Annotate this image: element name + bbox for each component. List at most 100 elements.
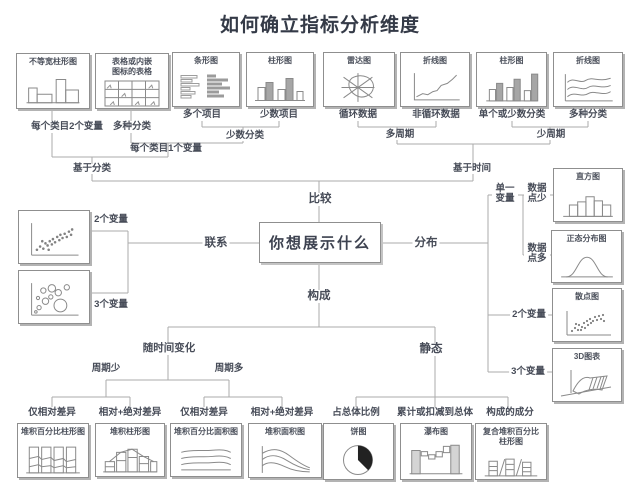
chart-title: 饼图 [350, 427, 367, 436]
decision-non-cyclic-data: 非循环数据 [410, 109, 462, 121]
scatter-plot-icon [556, 306, 618, 340]
chart-box-bubble-relationship [18, 270, 90, 324]
stacked-area-icon [253, 443, 317, 476]
chart-title: 3D图表 [573, 352, 601, 361]
chart-title: 折线图 [576, 56, 600, 65]
column-chart-icon [250, 70, 310, 105]
chart-box-column-few-items: 柱形图 [246, 52, 314, 107]
chart-title: 瀑布图 [424, 427, 448, 436]
chart-box-normal-distribution: 正态分布图 [551, 230, 622, 283]
decision-rel-diff-only-col: 仅相对差异 [26, 407, 78, 419]
chart-box-pie: 饼图 [323, 423, 394, 480]
decision-many-cycles: 周期多 [212, 363, 246, 375]
chart-title: 不等宽柱形图 [29, 57, 77, 66]
chart-box-line-noncyclic: 折线图 [400, 52, 470, 107]
decision-rel-two-vars: 2个变量 [92, 214, 130, 226]
branch-comparison: 比较 [306, 193, 334, 206]
histogram-icon [557, 188, 619, 220]
stacked-pct-area-icon [174, 442, 238, 475]
decision-few-cycles: 周期少 [89, 363, 123, 375]
three-d-chart-icon [556, 366, 618, 400]
decision-share-of-total: 占总体比例 [330, 407, 382, 419]
decision-multi-category-right: 多种分类 [566, 109, 610, 121]
stacked-pct-column-icon [21, 443, 85, 476]
chart-title: 复合堆积百分比柱形图 [483, 427, 539, 446]
chart-box-scatter-distribution: 散点图 [552, 288, 622, 342]
radar-chart-icon [328, 70, 390, 105]
decision-many-points: 数据点多 [524, 243, 550, 265]
central-question-node: 你想展示什么 [259, 222, 381, 263]
chart-title: 堆积面积图 [265, 427, 305, 436]
decision-dist-two-vars: 2个变量 [510, 309, 548, 321]
chart-title: 堆积柱形图 [110, 427, 150, 436]
pie-chart-icon [328, 440, 390, 478]
chart-title: 雷达图 [347, 56, 371, 65]
decision-few-categories: 少数分类 [223, 130, 267, 142]
chart-title: 折线图 [423, 56, 447, 65]
chart-box-column-few-periods: 柱形图 [476, 52, 547, 107]
page-title: 如何确立指标分析维度 [219, 15, 420, 36]
bubble-chart-icon [22, 274, 86, 322]
decision-few-points: 数据点少 [524, 183, 550, 205]
decision-by-time: 基于时间 [450, 163, 494, 175]
variable-width-column-icon [21, 71, 85, 107]
decision-single-or-few-cat: 单个或少数分类 [476, 109, 548, 121]
decision-rel-abs-diff-col: 相对+绝对差异 [96, 407, 164, 419]
chart-box-composite-stacked-pct-column: 复合堆积百分比柱形图 [475, 423, 547, 480]
chart-box-bar: 条形图 [172, 52, 240, 107]
chart-title: 堆积百分比面积图 [174, 427, 238, 436]
decision-rel-diff-only-area: 仅相对差异 [178, 407, 230, 419]
line-chart-icon [404, 70, 466, 105]
column-chart-icon [481, 70, 543, 105]
chart-box-scatter-relationship [18, 210, 90, 264]
chart-box-stacked-area: 堆积面积图 [248, 423, 322, 478]
bar-chart-icon [176, 74, 230, 105]
chart-box-stacked-pct-column: 堆积百分比柱形图 [17, 423, 89, 478]
chart-box-table-with-charts: 表格或内嵌图标的表格 [95, 53, 169, 109]
chart-title: 柱形图 [499, 56, 524, 65]
decision-many-periods: 多周期 [383, 129, 417, 141]
decision-dist-three-vars: 3个变量 [509, 366, 547, 378]
chart-box-histogram: 直方图 [553, 168, 623, 222]
decision-few-items: 少数项目 [257, 109, 301, 121]
chart-title: 散点图 [575, 292, 599, 301]
decision-two-vars-per-cat: 每个类目2个变量 [29, 121, 105, 133]
branch-distribution: 分布 [412, 237, 440, 250]
composite-stacked-pct-column-icon [479, 457, 543, 478]
chart-title: 柱形图 [268, 56, 292, 65]
chart-box-variable-width-column: 不等宽柱形图 [16, 53, 90, 109]
branch-composition: 构成 [305, 290, 333, 303]
scatter-plot-icon [22, 214, 86, 262]
normal-distribution-icon [556, 250, 618, 281]
decision-single-variable: 单一变量 [492, 183, 518, 205]
multi-line-chart-icon [557, 70, 619, 105]
decision-components: 构成的成分 [484, 407, 536, 419]
chart-box-line-multi: 折线图 [553, 52, 623, 107]
chart-title: 堆积百分比柱形图 [21, 427, 85, 436]
decision-static: 静态 [417, 343, 445, 356]
chart-title: 正态分布图 [566, 234, 607, 243]
chart-box-3d: 3D图表 [552, 348, 622, 402]
decision-rel-abs-diff-area: 相对+绝对差异 [248, 407, 316, 419]
decision-one-var-per-cat: 每个类目1个变量 [130, 143, 202, 154]
chart-box-radar: 雷达图 [323, 52, 395, 107]
chart-title: 条形图 [194, 56, 218, 65]
decision-over-time: 随时间变化 [140, 342, 198, 355]
chart-box-waterfall: 瀑布图 [400, 423, 472, 480]
chart-box-stacked-pct-area: 堆积百分比面积图 [170, 423, 242, 477]
chart-title: 直方图 [576, 172, 600, 181]
branch-relationship: 联系 [202, 237, 230, 250]
chart-title: 表格或内嵌图标的表格 [112, 57, 152, 76]
decision-rel-three-vars: 3个变量 [92, 299, 130, 311]
waterfall-chart-icon [404, 440, 468, 478]
decision-many-items: 多个项目 [180, 109, 224, 121]
decision-multi-category-left: 多种分类 [110, 121, 154, 133]
central-question-label: 你想展示什么 [268, 235, 371, 252]
decision-accum-or-subtract: 累计或扣减到总体 [394, 407, 476, 419]
decision-cyclic-data: 循环数据 [336, 109, 380, 121]
decision-by-category: 基于分类 [70, 163, 114, 175]
stacked-column-icon [99, 442, 161, 475]
chart-box-stacked-column: 堆积柱形图 [95, 423, 165, 477]
table-with-charts-icon [100, 80, 164, 107]
